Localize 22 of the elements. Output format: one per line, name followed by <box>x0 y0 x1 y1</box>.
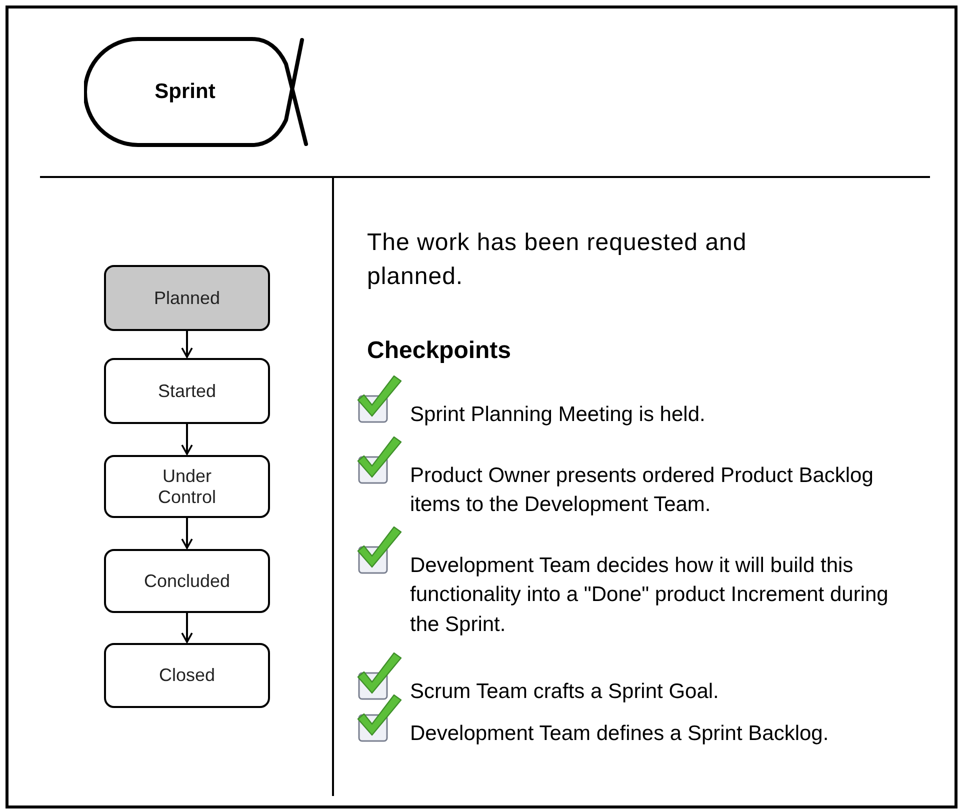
arrow <box>181 424 193 455</box>
description-text: The work has been requested and planned. <box>367 228 748 292</box>
arrow <box>181 331 193 358</box>
node-label: Under Control <box>156 466 218 508</box>
state-box <box>104 358 270 424</box>
checkpoint-text: Development Team decides how it will build this functionality into a "Done" product Increment during the Sprint. <box>410 553 890 638</box>
checkpoint-text: Sprint Planning Meeting is held. <box>410 402 706 428</box>
arrow <box>181 518 193 549</box>
current-state-box <box>104 265 270 331</box>
checkpoint-text: Product Owner presents ordered Product Backlog items to the Development Team. <box>410 463 874 518</box>
checkpoint-text: Scrum Team crafts a Sprint Goal. <box>410 679 720 705</box>
node-label: Sprint <box>154 80 216 104</box>
node-label: Concluded <box>144 570 230 592</box>
arrow <box>181 613 193 643</box>
state-box <box>104 455 270 518</box>
section-heading: Checkpoints <box>367 336 512 366</box>
checkpoint-text: Development Team defines a Sprint Backlog. <box>410 721 830 747</box>
node-label: Planned <box>154 288 220 308</box>
node-label: Closed <box>158 665 216 686</box>
state-box <box>104 549 270 613</box>
node-label: Started <box>158 380 216 402</box>
state-box <box>104 643 270 708</box>
